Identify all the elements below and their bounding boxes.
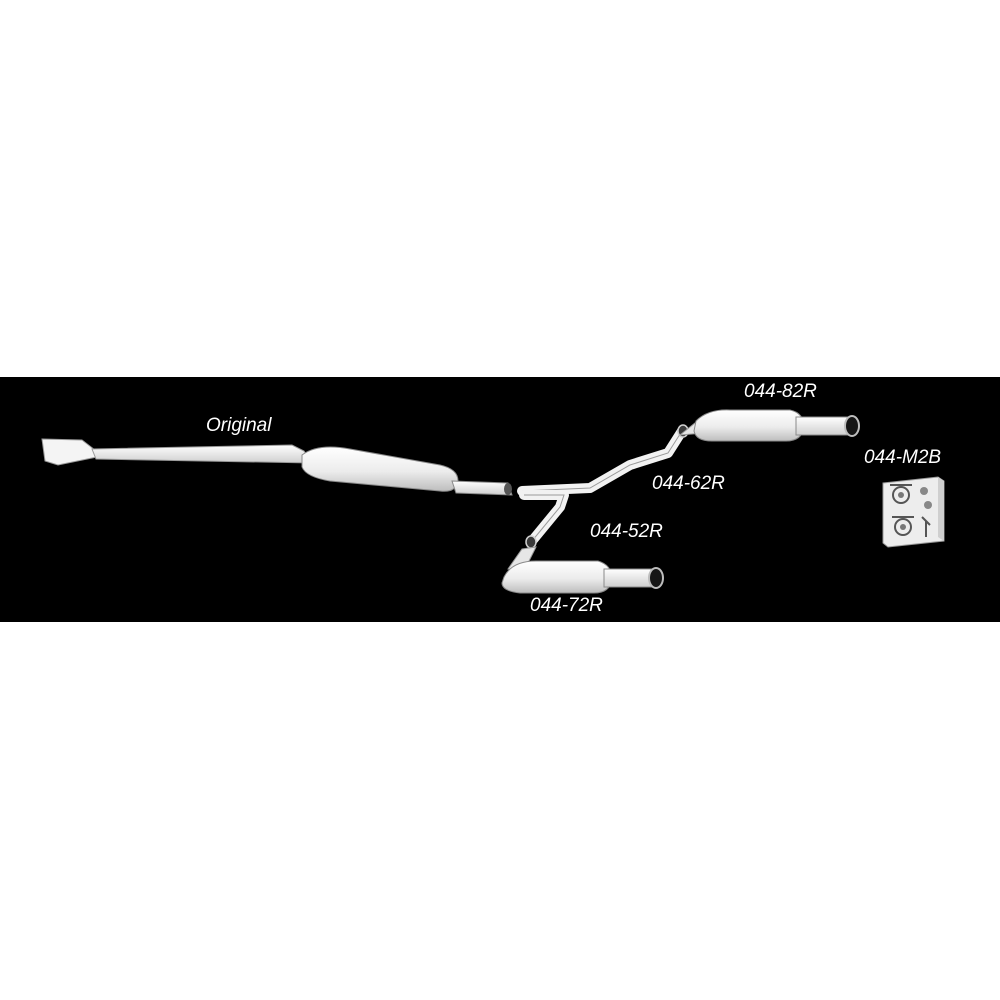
nut-icon <box>920 487 928 495</box>
clamp-icon-2 <box>894 518 912 536</box>
kit-box <box>882 476 945 548</box>
clamp-center-icon-2 <box>900 524 906 530</box>
part-044-m2b-mounting-kit <box>882 476 945 548</box>
part-044-72r-body <box>501 560 613 594</box>
clamp-icon <box>892 486 910 504</box>
part-044-82r-body <box>693 409 805 442</box>
part-044-72r-muffler <box>501 546 664 594</box>
original-pipe-end <box>504 483 512 495</box>
part-044-62r-pipe-outline <box>521 430 683 492</box>
bolt-icon <box>921 516 931 537</box>
part-044-82r-tailpipe <box>795 416 853 436</box>
original-exhaust <box>41 438 513 496</box>
original-front-section <box>41 438 98 466</box>
part-044-52r-pipe-outline <box>524 494 565 542</box>
kit-box-side <box>938 477 944 541</box>
part-044-82r-muffler <box>678 409 860 442</box>
part-044-52r-pipe <box>519 490 569 546</box>
original-tailpipe <box>451 480 513 496</box>
label-044-52r: 044-52R <box>590 521 663 542</box>
label-044-62r: 044-62R <box>652 473 725 494</box>
label-original: Original <box>206 415 272 436</box>
label-044-82r: 044-82R <box>744 381 817 402</box>
exhaust-diagram: Original 044-82R 044-62R 044-52R 044-72R… <box>41 381 945 616</box>
exhaust-diagram-panel: Original 044-82R 044-62R 044-52R 044-72R… <box>0 377 1000 622</box>
original-muffler <box>301 446 459 492</box>
part-044-82r-tip <box>844 415 860 437</box>
clamp-center-icon <box>898 492 904 498</box>
part-044-52r-pipe-end <box>525 535 537 549</box>
label-044-m2b: 044-M2B <box>864 447 941 468</box>
part-044-72r-tip <box>648 567 664 589</box>
original-pipe <box>91 444 313 464</box>
label-044-72r: 044-72R <box>530 595 603 616</box>
washer-icon <box>924 501 932 509</box>
